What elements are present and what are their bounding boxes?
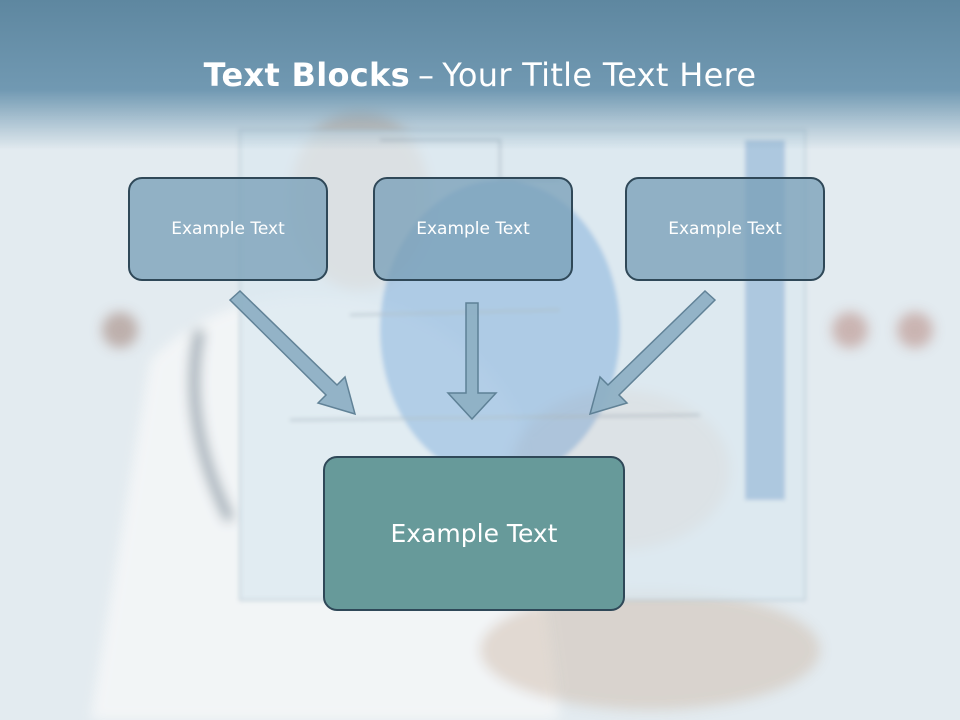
- text-block-3: Example Text: [625, 177, 825, 281]
- text-block-2: Example Text: [373, 177, 573, 281]
- text-block-1: Example Text: [128, 177, 328, 281]
- arrow-right: [588, 289, 717, 416]
- arrow-center: [446, 302, 498, 421]
- title-dash: –: [417, 56, 435, 94]
- title-band: [0, 0, 960, 150]
- text-block-3-label: Example Text: [668, 219, 782, 239]
- text-block-2-label: Example Text: [416, 219, 530, 239]
- page-title: Text Blocks–Your Title Text Here: [0, 56, 960, 94]
- text-block-1-label: Example Text: [171, 219, 285, 239]
- title-bold: Text Blocks: [203, 56, 410, 94]
- target-block: Example Text: [323, 456, 625, 611]
- title-rest: Your Title Text Here: [442, 56, 757, 94]
- target-block-label: Example Text: [390, 519, 558, 548]
- arrow-left: [228, 289, 357, 416]
